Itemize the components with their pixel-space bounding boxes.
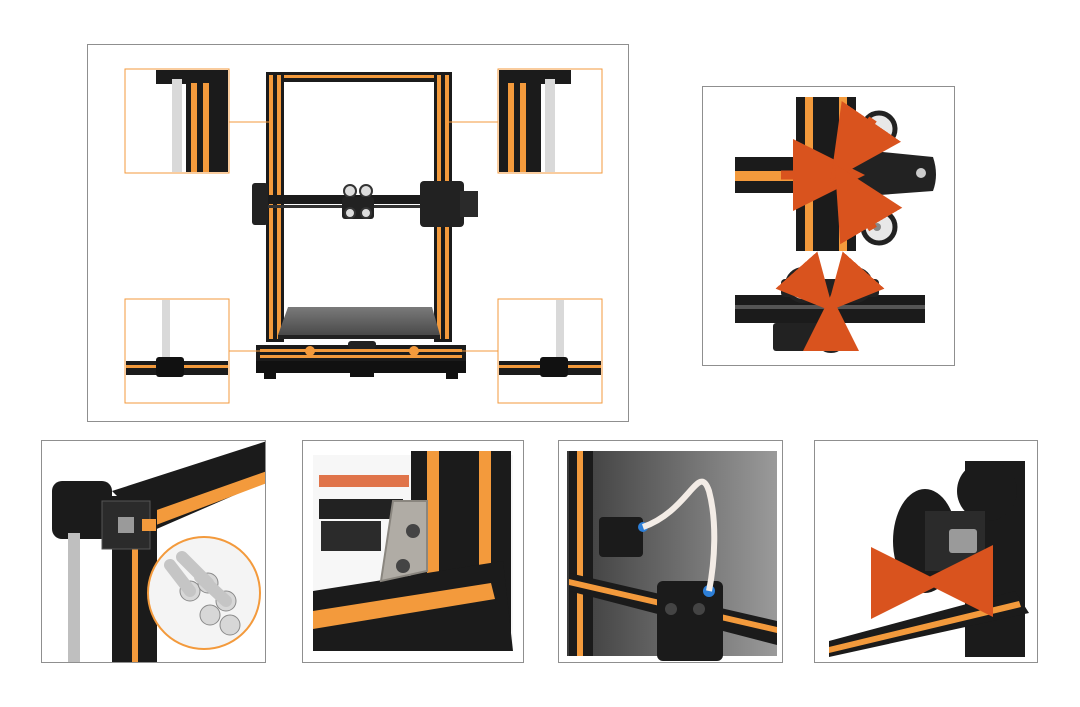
callout-bottom-right-rod <box>497 298 603 404</box>
angle-bracket-panel <box>302 440 524 663</box>
steel-rods-inset <box>147 536 261 650</box>
printer-overview-panel <box>87 44 629 422</box>
x-gantry <box>252 181 478 227</box>
callout-top-left-leadscrew <box>124 68 230 174</box>
extruder-hotend-panel <box>558 440 783 663</box>
callout-top-right-leadscrew <box>497 68 603 174</box>
callout-lines <box>229 121 498 352</box>
angle-bracket-illustration <box>313 451 513 651</box>
callout-bottom-left-rod <box>124 298 230 404</box>
orange-arrow-icon <box>871 545 993 619</box>
corner-extrusion-panel <box>41 440 266 663</box>
ptfe-tube <box>641 478 718 592</box>
wheel-carriage-illustration <box>735 97 936 353</box>
printer-base <box>256 341 466 379</box>
printer-frame-illustration <box>124 68 603 404</box>
orange-arrow-icon <box>781 100 903 245</box>
extruder-hotend-illustration <box>567 451 777 661</box>
metal-corner-bracket <box>379 500 428 583</box>
roller-wheel-illustration <box>823 449 1031 657</box>
corner-extrusion-illustration <box>52 441 265 662</box>
orange-arrow-icon <box>775 251 885 351</box>
wheel-carriage-panel <box>702 86 955 366</box>
roller-wheel-panel <box>814 440 1038 663</box>
print-bed <box>278 307 440 339</box>
